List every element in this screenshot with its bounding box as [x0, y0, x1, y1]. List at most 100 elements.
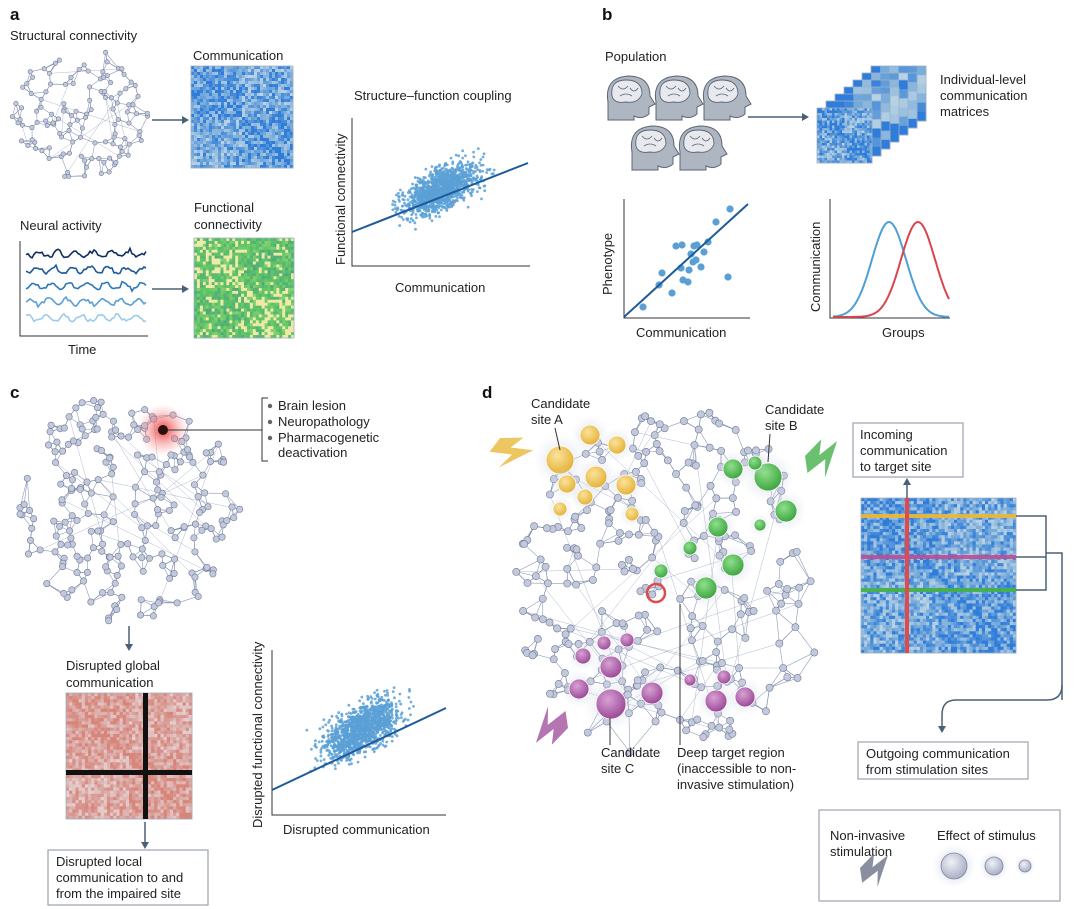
- matrix-cell: [248, 165, 252, 169]
- network-node: [73, 108, 79, 114]
- matrix-cell: [241, 320, 245, 324]
- matrix-cell: [257, 90, 261, 94]
- scatter-point: [408, 203, 411, 207]
- matrix-cell: [291, 279, 295, 283]
- matrix-cell: [211, 320, 215, 324]
- matrix-cell: [844, 148, 848, 151]
- scatter-point: [403, 194, 407, 198]
- scatter-point: [424, 167, 428, 171]
- network-node: [101, 159, 107, 165]
- matrix-cell: [217, 261, 221, 265]
- matrix-cell: [288, 255, 292, 259]
- matrix-cell: [266, 96, 270, 100]
- matrix-cell: [220, 243, 224, 248]
- matrix-cell: [224, 102, 228, 106]
- matrix-cell: [202, 243, 207, 248]
- matrix-cell: [221, 96, 225, 100]
- matrix-cell: [208, 255, 212, 259]
- matrix-cell: [278, 153, 282, 157]
- matrix-cell: [230, 87, 234, 91]
- network-edge: [98, 158, 102, 174]
- matrix-cell: [235, 252, 239, 256]
- matrix-cell: [239, 144, 243, 148]
- matrix-cell: [263, 120, 267, 124]
- matrix-cell: [889, 96, 900, 106]
- network-node: [102, 139, 108, 145]
- matrix-cell: [245, 117, 249, 121]
- matrix-cell: [196, 246, 201, 251]
- matrix-cell: [267, 305, 271, 309]
- network-node: [87, 97, 93, 103]
- scatter-point: [466, 205, 470, 209]
- matrix-cell: [254, 153, 258, 157]
- matrix-cell: [232, 252, 236, 256]
- matrix-cell: [258, 267, 262, 271]
- network-node: [49, 111, 55, 117]
- matrix-cell: [281, 165, 285, 169]
- matrix-cell: [287, 99, 291, 103]
- matrix-cell: [269, 75, 273, 79]
- matrix-cell: [221, 132, 225, 136]
- matrix-cell: [215, 99, 219, 103]
- matrix-cell: [254, 165, 258, 169]
- matrix-cell: [214, 293, 218, 298]
- matrix-cell: [822, 140, 825, 144]
- matrix-cell: [862, 138, 865, 141]
- matrix-cell: [206, 69, 210, 73]
- matrix-cell: [263, 102, 267, 106]
- matrix-cell: [202, 240, 207, 245]
- scatter-point: [472, 150, 476, 154]
- matrix-cell: [260, 159, 264, 163]
- matrix-cell: [221, 93, 225, 97]
- brain-head-icon: [678, 125, 728, 171]
- matrix-cell: [252, 302, 257, 306]
- matrix-cell: [867, 133, 870, 136]
- matrix-cell: [862, 125, 865, 129]
- matrix-cell: [202, 335, 207, 339]
- matrix-cell: [275, 159, 279, 163]
- matrix-cell: [208, 308, 212, 312]
- matrix-cell: [232, 290, 236, 295]
- matrix-cell: [197, 87, 201, 91]
- matrix-cell: [215, 153, 219, 157]
- matrix-cell: [854, 108, 858, 111]
- matrix-cell: [212, 144, 216, 148]
- matrix-cell: [214, 323, 218, 327]
- matrix-cell: [270, 317, 274, 321]
- matrix-cell: [832, 108, 835, 111]
- matrix-cell: [248, 138, 252, 142]
- matrix-cell: [209, 87, 213, 91]
- matrix-cell: [819, 128, 823, 131]
- scatter-point: [423, 215, 427, 219]
- matrix-cell: [285, 285, 289, 289]
- matrix-cell: [285, 270, 289, 274]
- matrix-cell: [229, 279, 233, 283]
- matrix-cell: [241, 243, 245, 248]
- scatter-point: [442, 187, 446, 191]
- matrix-cell: [287, 111, 291, 115]
- network-node: [46, 155, 52, 161]
- matrix-cell: [208, 296, 212, 301]
- matrix-cell: [267, 252, 271, 256]
- matrix-cell: [254, 81, 258, 85]
- matrix-cell: [916, 75, 927, 85]
- matrix-cell: [194, 270, 198, 274]
- matrix-cell: [194, 126, 198, 130]
- matrix-cell: [196, 308, 201, 312]
- scatter-point: [430, 173, 434, 177]
- network-node: [132, 82, 138, 88]
- matrix-cell: [824, 123, 828, 126]
- matrix-cell: [235, 311, 239, 315]
- matrix-cell: [844, 145, 848, 149]
- matrix-cell: [285, 267, 289, 271]
- matrix-cell: [867, 123, 870, 126]
- matrix-cell: [290, 66, 294, 70]
- matrix-cell: [257, 108, 261, 112]
- matrix-cell: [209, 69, 213, 73]
- matrix-cell: [223, 238, 227, 242]
- matrix-cell: [226, 299, 230, 304]
- scatter-point: [404, 203, 407, 207]
- matrix-cell: [254, 78, 258, 82]
- matrix-cell: [264, 323, 268, 327]
- matrix-cell: [212, 78, 216, 82]
